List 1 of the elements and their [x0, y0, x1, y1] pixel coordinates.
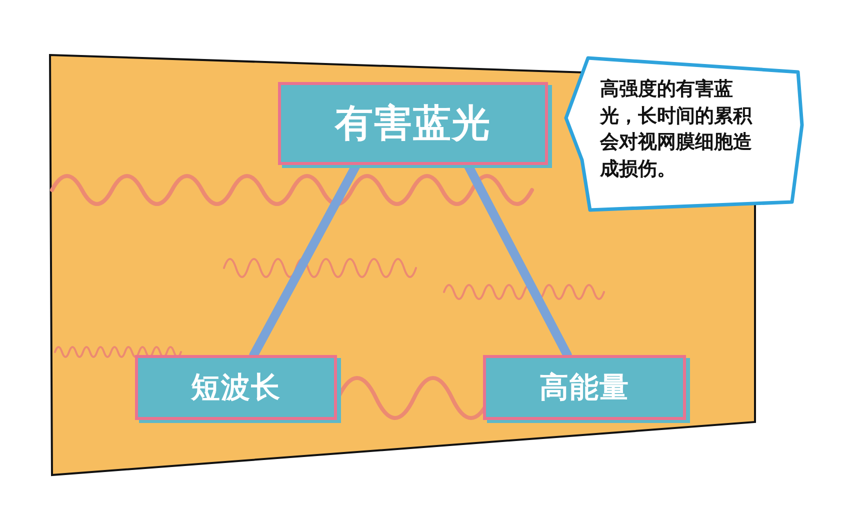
note-text: 高强度的有害蓝光，长时间的累积会对视网膜细胞造成损伤。	[600, 77, 754, 182]
